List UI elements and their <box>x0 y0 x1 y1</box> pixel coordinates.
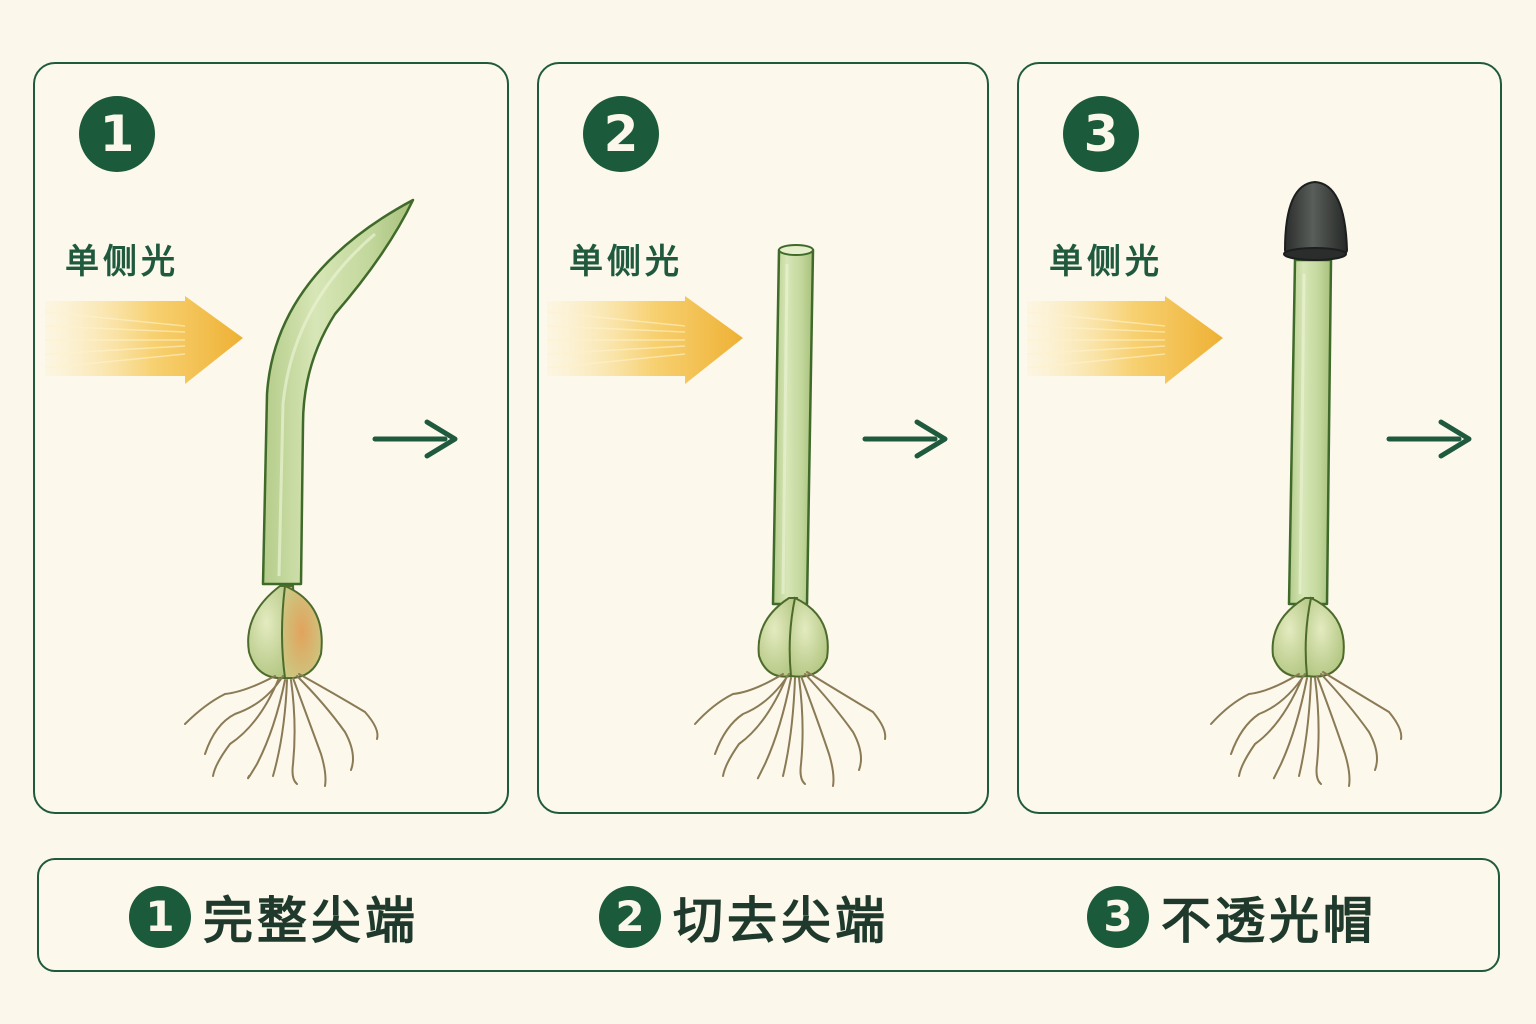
seedling-drawing <box>546 244 948 787</box>
capped-coleoptile <box>1287 258 1333 606</box>
roots <box>184 673 379 787</box>
seedling-drawing <box>1026 180 1472 787</box>
step-badge-1: 1 <box>79 96 155 172</box>
roots <box>1210 671 1403 787</box>
legend: 1 完整尖端 2 切去尖端 3 不透光帽 <box>37 858 1500 972</box>
roots <box>694 671 887 787</box>
step-badge-2: 2 <box>583 96 659 172</box>
cut-coleoptile <box>771 244 815 606</box>
light-beam-arrow-icon <box>546 296 743 384</box>
seed <box>1271 596 1345 678</box>
light-label: 单侧光 <box>569 242 683 282</box>
light-label: 单侧光 <box>1049 242 1163 282</box>
panel-intact-tip: 1 单侧光 <box>33 62 509 814</box>
legend-label: 切去尖端 <box>673 892 889 950</box>
curved-coleoptile <box>261 198 415 586</box>
right-arrow-icon <box>372 419 458 459</box>
right-arrow-icon <box>1386 419 1472 459</box>
legend-label: 不透光帽 <box>1161 892 1377 950</box>
panel-opaque-cap: 3 单侧光 <box>1017 62 1502 814</box>
seed <box>757 596 829 678</box>
light-beam-arrow-icon <box>1026 296 1223 384</box>
right-arrow-icon <box>862 419 948 459</box>
step-badge-3: 3 <box>1063 96 1139 172</box>
light-beam-arrow-icon <box>44 296 243 384</box>
legend-item-intact-tip: 1 完整尖端 <box>129 886 419 950</box>
legend-item-tip-removed: 2 切去尖端 <box>599 886 889 950</box>
panel-tip-removed: 2 单侧光 <box>537 62 989 814</box>
legend-badge-3: 3 <box>1087 886 1149 948</box>
legend-item-opaque-cap: 3 不透光帽 <box>1087 886 1377 950</box>
seedling-drawing <box>44 198 458 787</box>
light-label: 单侧光 <box>65 242 179 282</box>
opaque-cap-icon <box>1283 180 1349 261</box>
seed <box>247 584 323 680</box>
legend-label: 完整尖端 <box>203 892 419 950</box>
legend-badge-2: 2 <box>599 886 661 948</box>
legend-badge-1: 1 <box>129 886 191 948</box>
